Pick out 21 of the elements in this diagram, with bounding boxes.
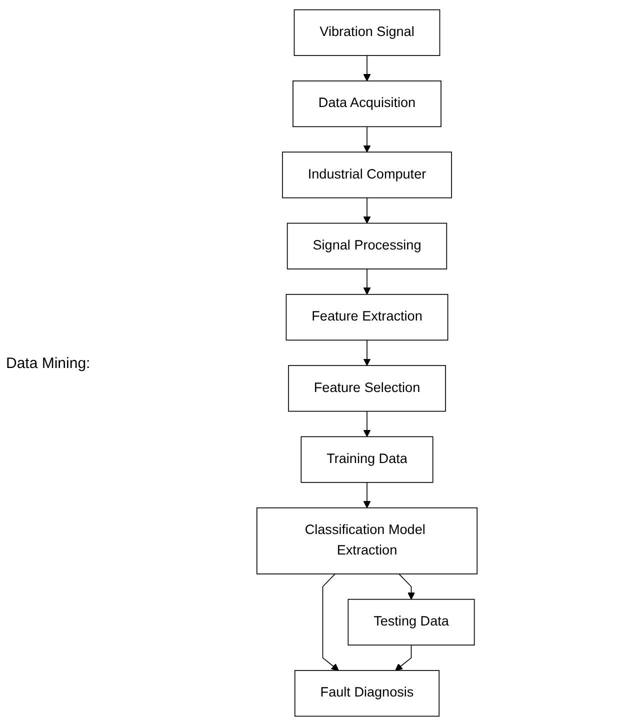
node-box: Signal Processing (286, 222, 448, 270)
arrow (363, 410, 371, 438)
arrow (363, 482, 371, 508)
node-box: Industrial Computer (282, 152, 452, 198)
arrow (398, 574, 415, 600)
node-box: Feature Extraction (286, 294, 448, 341)
group-label: Data Mining: (6, 354, 92, 372)
node-box: Training Data (300, 436, 434, 483)
arrow (363, 126, 371, 152)
node-box: Classification Model Extraction (256, 507, 478, 574)
arrow (363, 268, 371, 295)
node-box: Feature Selection (288, 365, 446, 412)
node-box: Fault Diagnosis (294, 670, 440, 717)
arrow (322, 574, 339, 671)
arrow (363, 197, 371, 224)
arrow (363, 340, 371, 366)
arrow (363, 55, 371, 82)
arrow (395, 644, 412, 671)
node-box: Data Acquisition (292, 80, 442, 128)
node-box: Testing Data (348, 598, 475, 646)
node-box: Vibration Signal (294, 9, 440, 56)
